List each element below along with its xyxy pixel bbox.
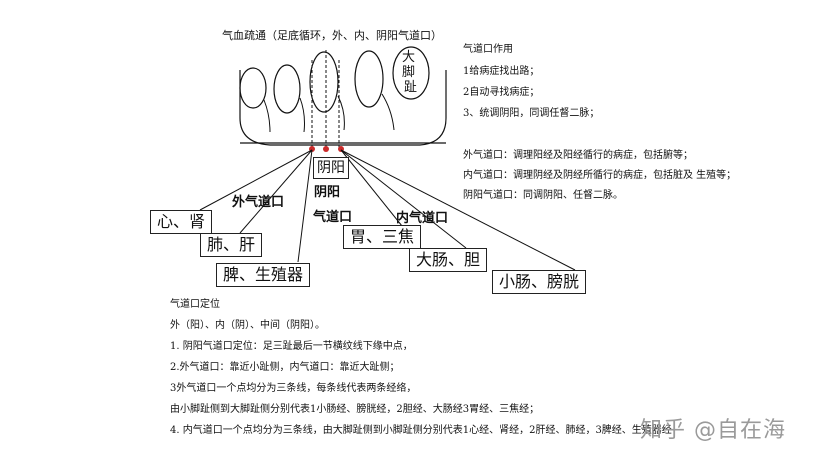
notes-right-line-4: 外气道口：调理阳经及阳经循行的病症，包括腑等； — [463, 150, 693, 161]
notes-right-line-6: 阴阳气道口：同调阴阳、任督二脉。 — [463, 190, 623, 201]
notes-bottom-line-2: 1. 阴阳气道口定位：足三趾最后一节横纹线下缘中点， — [170, 341, 413, 352]
colon-gallbladder-box: 大肠、胆 — [409, 248, 488, 272]
qi-port-label: 气道口 — [313, 210, 353, 225]
big-toe-label-1: 大 — [402, 50, 416, 65]
notes-bottom-line-4: 3外气道口一个点均分为三条线，每条线代表两条经络， — [170, 383, 417, 394]
notes-right-line-5: 内气道口：调理阴经及阴经所循行的病症，包括脏及 生殖等； — [463, 170, 737, 181]
line-spleen — [297, 149, 313, 263]
notes-bottom-line-6: 4. 内气道口一个点均分为三条线，由大脚趾侧到小脚趾侧分别代表1心经、肾经，2肝… — [170, 425, 672, 436]
notes-bottom-line-3: 2.外气道口：靠近小趾侧，内气道口：靠近大趾侧； — [170, 362, 400, 373]
lung-liver-box: 肺、肝 — [200, 233, 263, 257]
outer-qi-port-label: 外气道口 — [232, 195, 285, 210]
notes-right-line-1: 1给病症找出路； — [463, 66, 540, 77]
toe-3 — [309, 51, 339, 113]
watermark-text: 知乎 @自在海 — [640, 418, 786, 443]
yinyang-label: 阴阳 — [314, 185, 341, 200]
inner-qi-port-label: 内气道口 — [396, 211, 449, 226]
toe-sep-1 — [263, 99, 271, 133]
toe-sep-4 — [381, 93, 395, 131]
diagram-title: 气血疏通（足底循环，外、内、阴阳气道口） — [222, 29, 442, 42]
line-heart — [199, 149, 313, 211]
toe-sep-3 — [337, 95, 345, 131]
stomach-sanjiao-box: 胃、三焦 — [343, 225, 422, 249]
notes-bottom-heading: 气道口定位 — [170, 299, 220, 310]
line-stomach — [340, 149, 403, 227]
foot-outline — [239, 70, 447, 146]
toe-2 — [354, 50, 384, 108]
spleen-reproductive-box: 脾、生殖器 — [216, 263, 311, 287]
toe-4 — [273, 64, 301, 114]
line-small — [340, 149, 576, 271]
notes-right-line-2: 2自动寻找病症； — [463, 87, 540, 98]
line-colon — [340, 149, 467, 249]
big-toe-label-3: 趾 — [404, 80, 418, 95]
notes-right-heading: 气道口作用 — [463, 44, 513, 55]
heart-kidney-box: 心、肾 — [150, 210, 213, 234]
toe-1-big — [392, 46, 430, 100]
small-intestine-bladder-box: 小肠、膀胱 — [492, 270, 587, 294]
big-toe-label-2: 脚 — [402, 65, 416, 80]
notes-right-line-3: 3、统调阴阳，同调任督二脉； — [463, 108, 600, 119]
yinyang-box: 阴阳 — [313, 157, 349, 179]
line-lung — [239, 149, 313, 234]
toe-sep-2 — [299, 97, 305, 133]
toe-5 — [239, 67, 267, 109]
notes-bottom-line-1: 外（阳）、内（阴）、中间（阴阳）。 — [170, 320, 325, 331]
yinyang-point — [323, 146, 329, 152]
notes-bottom-line-5: 由小脚趾侧到大脚趾侧分别代表1小肠经、膀胱经，2胆经、大肠经3胃经、三焦经； — [170, 404, 540, 415]
